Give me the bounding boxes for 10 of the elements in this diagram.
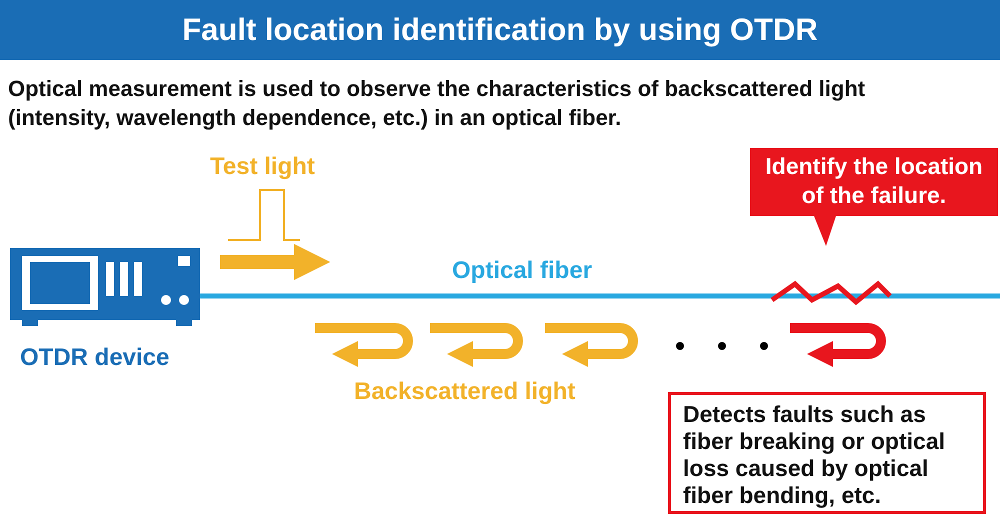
description-text: Optical measurement is used to observe the characteristics of backscattered light (intensity, wavelength dependence, etc.) in an optical fiber. [8, 75, 866, 132]
title-text: Fault location identification by using OTDR [181, 12, 819, 48]
note-box [668, 392, 986, 514]
note-text: Detects faults such as fiber breaking or optical loss caused by optical fiber bending, etc. [683, 401, 946, 509]
fiber-label: Optical fiber [452, 257, 592, 285]
speech-bubble [750, 148, 998, 248]
test-light-label: Test light [210, 153, 315, 181]
backscatter-label: Backscattered light [354, 378, 576, 406]
device-label: OTDR device [20, 344, 170, 372]
callout-text: Identify the location of the failure. [764, 152, 984, 210]
